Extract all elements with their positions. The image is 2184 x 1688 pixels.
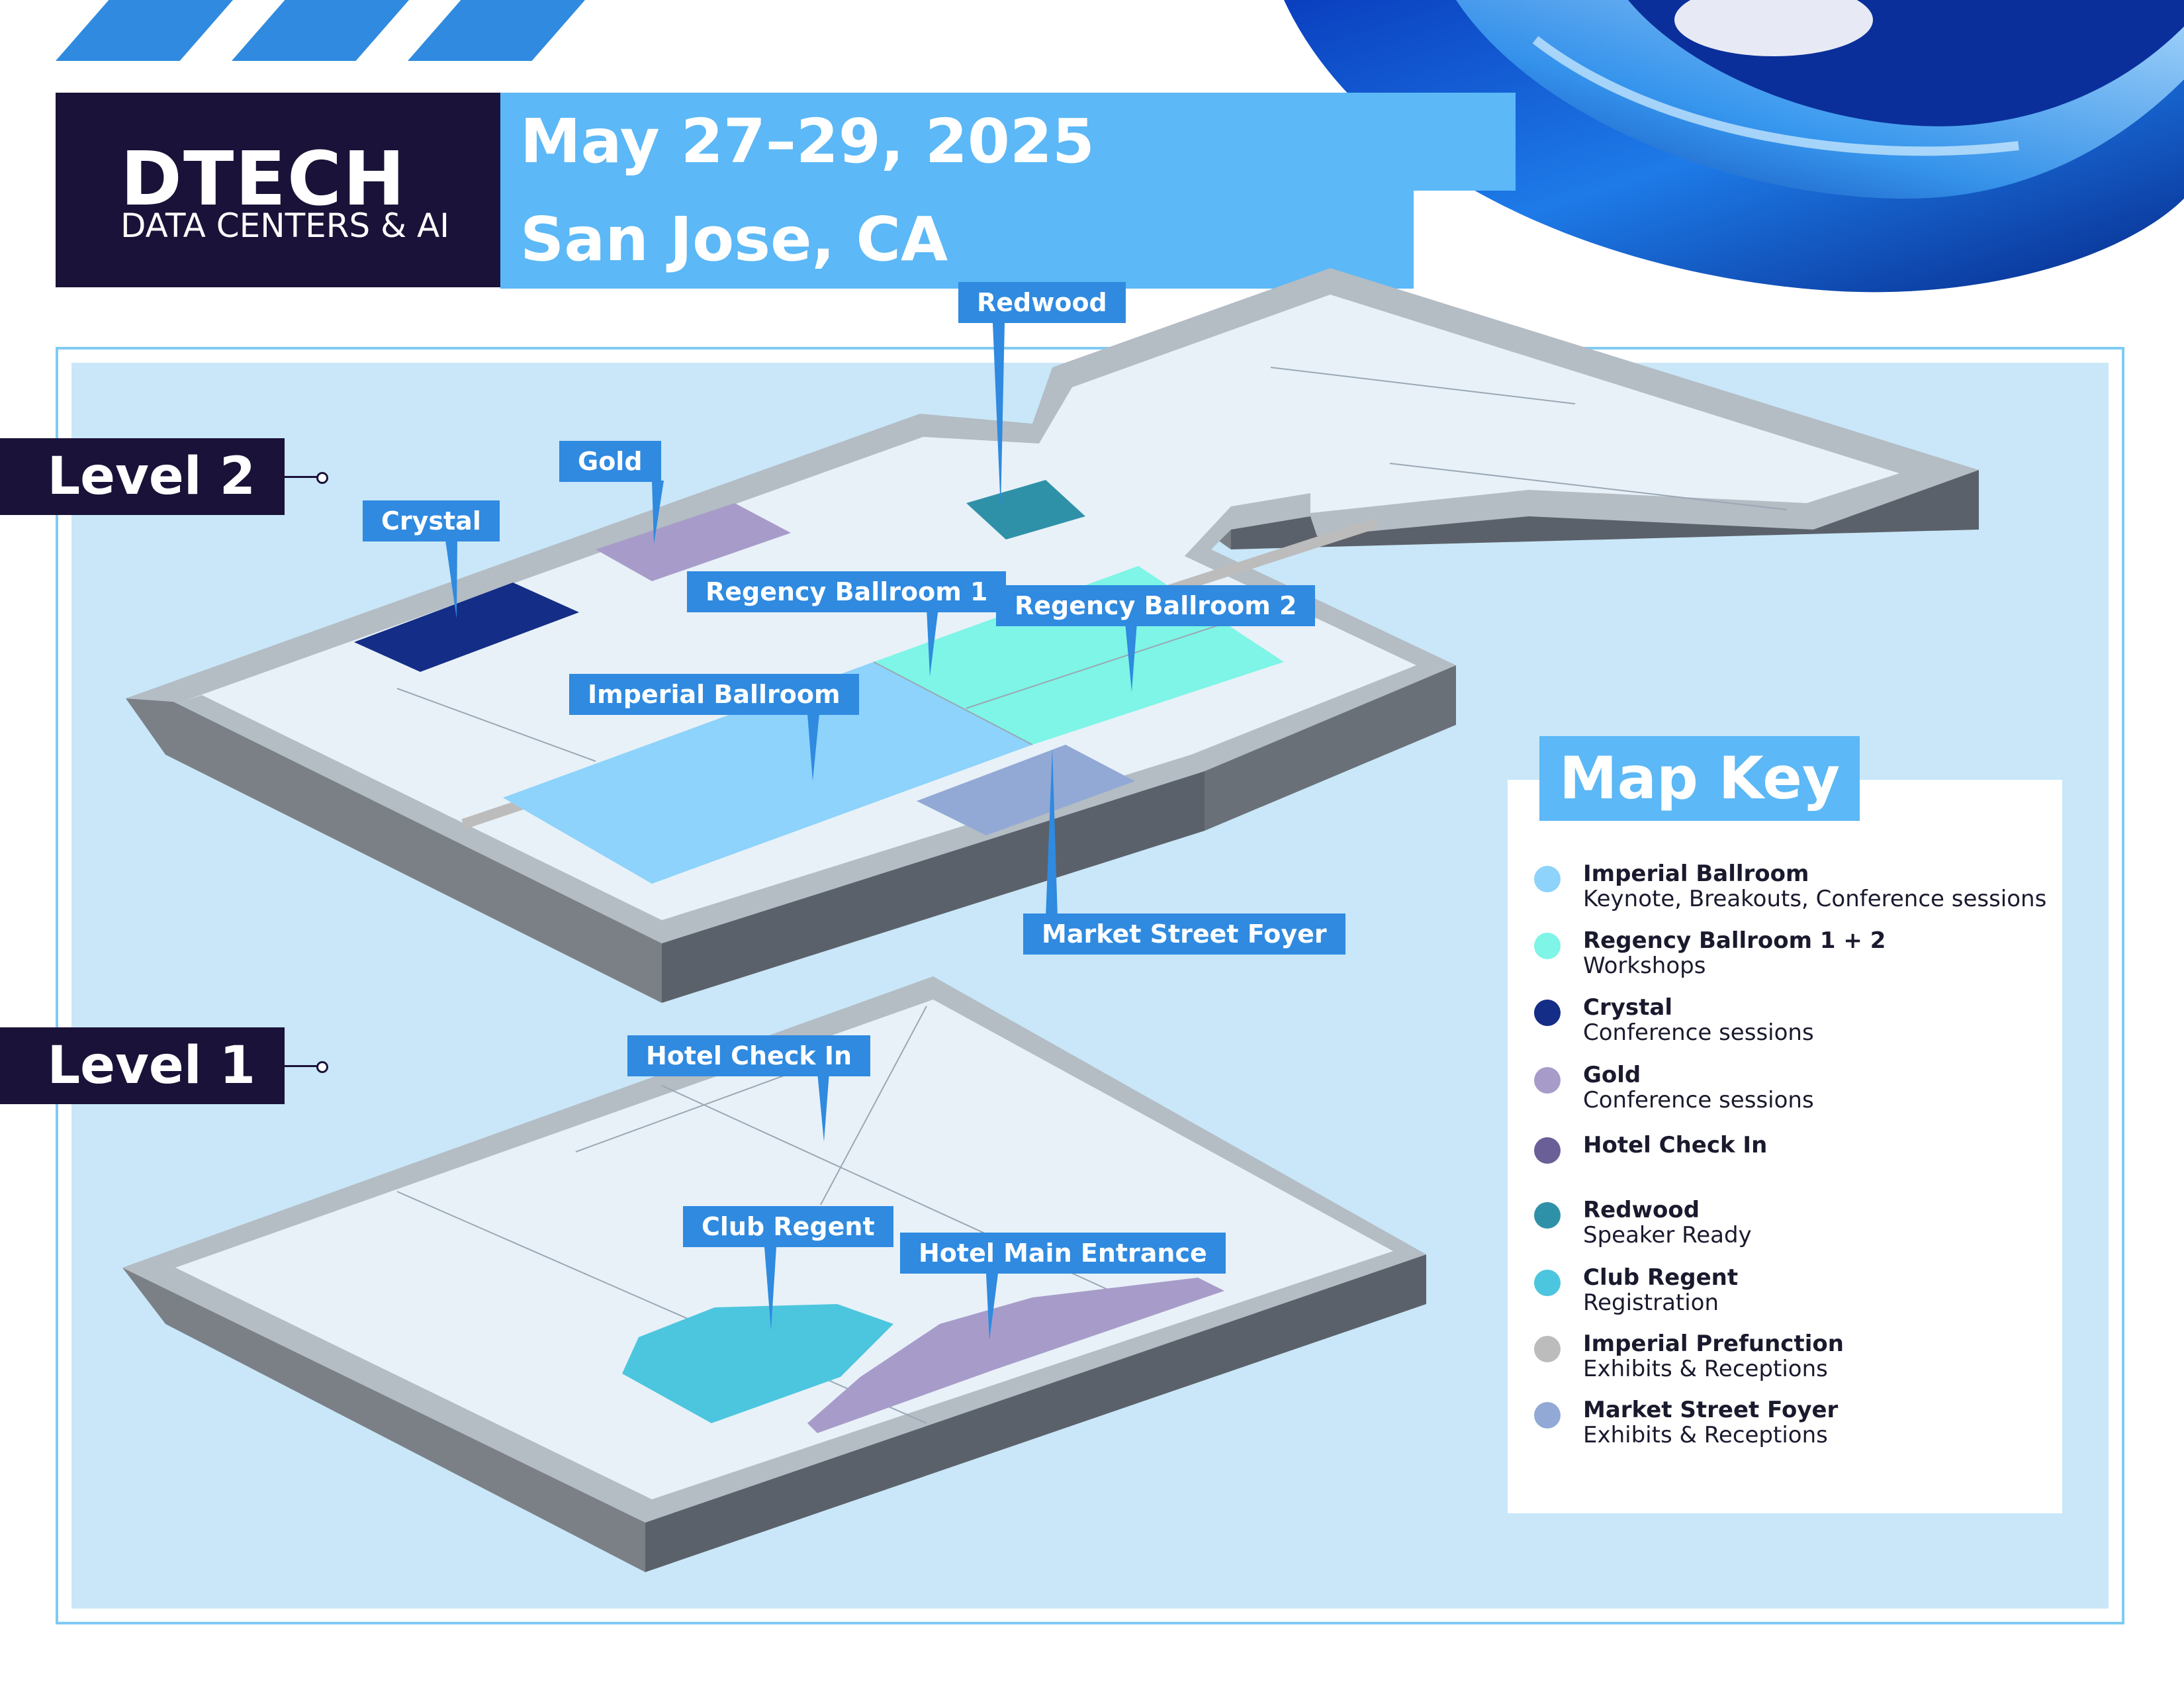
event-date: May 27–29, 2025 [500, 93, 1516, 191]
key-name: Market Street Foyer [1583, 1397, 1839, 1423]
callout-club-regent: Club Regent [683, 1206, 893, 1247]
key-dot-hotel-check-in [1534, 1137, 1561, 1164]
key-desc: Conference sessions [1583, 1087, 1814, 1113]
level-1-tag: Level 1 [0, 1027, 285, 1104]
map-key-panel [1508, 780, 2062, 1513]
callout-pointers [445, 323, 1137, 1340]
key-desc: Workshops [1583, 953, 1706, 979]
callout-redwood: Redwood [958, 282, 1126, 323]
level-2-connector [285, 476, 320, 478]
key-name: Gold [1583, 1062, 1641, 1088]
key-dot-market-street-foyer [1534, 1402, 1561, 1429]
key-name: Club Regent [1583, 1264, 1739, 1291]
room-imperial [503, 662, 1032, 884]
room-hotel-main-entrance [807, 1278, 1224, 1433]
callout-regency-ballroom-2: Regency Ballroom 2 [996, 585, 1316, 626]
key-name: Redwood [1583, 1197, 1700, 1223]
room-redwood [966, 480, 1085, 539]
level-1-connector-dot [316, 1061, 328, 1073]
key-desc: Keynote, Breakouts, Conference sessions [1583, 886, 2047, 912]
key-desc: Exhibits & Receptions [1583, 1356, 1828, 1382]
callout-market-street-foyer: Market Street Foyer [1023, 914, 1345, 955]
level-2-connector-dot [316, 472, 328, 484]
logo-subtitle: DATA CENTERS & AI [120, 207, 449, 245]
key-dot-regency-ballroom [1534, 933, 1561, 959]
logo-wordmark: DTECH [120, 136, 406, 222]
key-dot-redwood [1534, 1202, 1561, 1229]
key-dot-club-regent [1534, 1270, 1561, 1296]
key-dot-gold [1534, 1067, 1561, 1094]
key-dot-crystal [1534, 1000, 1561, 1026]
callout-hotel-main-entrance: Hotel Main Entrance [900, 1233, 1226, 1274]
event-city: San Jose, CA [500, 191, 1414, 289]
level-1-connector [285, 1065, 320, 1067]
key-name: Regency Ballroom 1 + 2 [1583, 927, 1886, 954]
key-name: Crystal [1583, 994, 1672, 1021]
room-market-street-foyer [917, 745, 1135, 835]
key-name: Hotel Check In [1583, 1132, 1768, 1158]
callout-regency-ballroom-1: Regency Ballroom 1 [687, 571, 1007, 612]
callout-gold: Gold [559, 441, 661, 482]
key-dot-imperial-ballroom [1534, 866, 1561, 892]
key-name: Imperial Prefunction [1583, 1331, 1844, 1357]
key-desc: Registration [1583, 1289, 1719, 1316]
callout-crystal: Crystal [363, 500, 500, 541]
map-key-title: Map Key [1539, 736, 1860, 821]
room-gold [596, 503, 791, 581]
key-dot-imperial-prefunction [1534, 1336, 1561, 1362]
dtech-logo: DTECH DATA CENTERS & AI [56, 93, 500, 287]
room-crystal [354, 583, 579, 672]
key-desc: Speaker Ready [1583, 1222, 1752, 1248]
level-2-tag: Level 2 [0, 438, 285, 515]
abstract-swirl-graphic [1284, 0, 2184, 293]
callout-hotel-check-in: Hotel Check In [627, 1035, 871, 1076]
key-desc: Conference sessions [1583, 1019, 1814, 1046]
room-club-regent [622, 1304, 893, 1423]
key-name: Imperial Ballroom [1583, 861, 1809, 887]
key-desc: Exhibits & Receptions [1583, 1422, 1828, 1448]
callout-imperial-ballroom: Imperial Ballroom [569, 674, 859, 715]
